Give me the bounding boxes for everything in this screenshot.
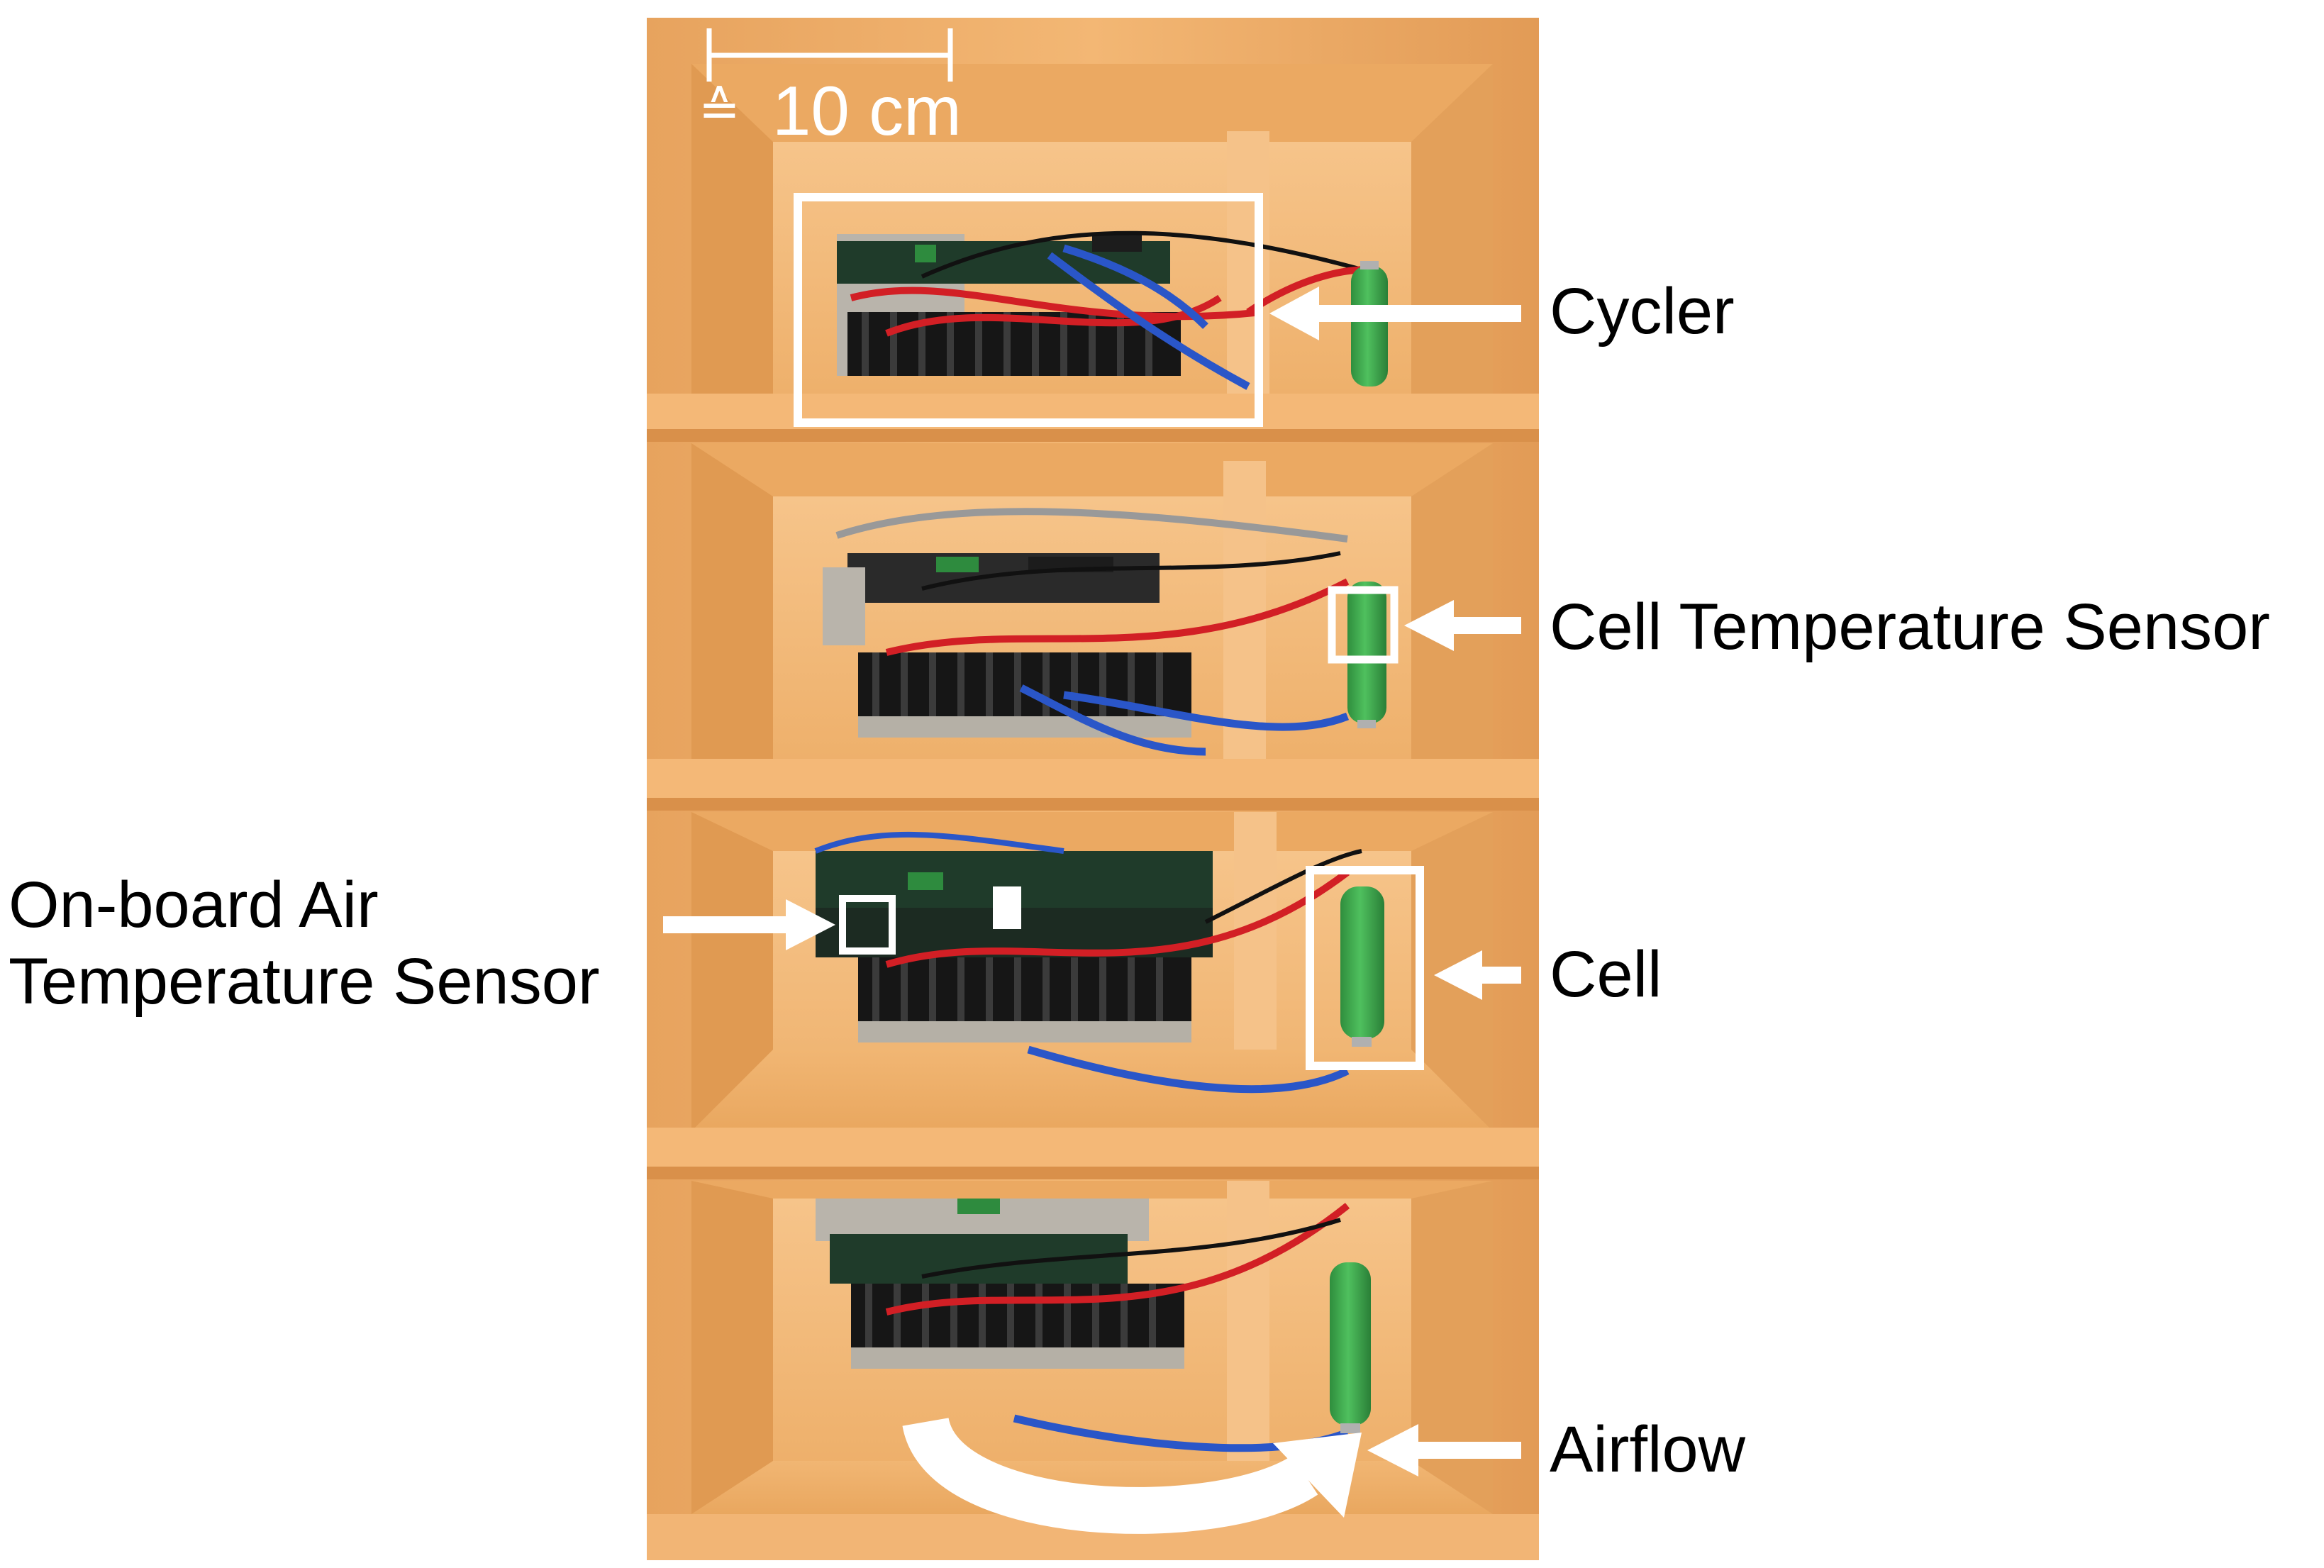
scale-bar-label: ≙ 10 cm [699,71,962,151]
cycler-unit-2 [823,508,1350,756]
onboard-air-sensor-label-line2: Temperature Sensor [9,945,600,1018]
cell-2 [1347,582,1386,728]
cell-highlight-box [1306,866,1424,1070]
cell-label: Cell [1550,938,1662,1011]
scale-bar-value: 10 cm [772,72,962,150]
onboard-air-sensor-box [839,895,896,955]
cell-temperature-sensor-arrow [1404,600,1521,651]
cycler-unit-3 [814,831,1362,1094]
cell-temperature-sensor-box [1328,586,1399,664]
cycler-unit-1 [837,230,1369,390]
airflow-arrow [1367,1424,1521,1477]
corresponds-to-symbol: ≙ [699,82,740,137]
shelf-1 [647,394,1539,442]
onboard-air-sensor-label-line1: On-board Air [9,869,379,941]
airflow-label: Airflow [1550,1413,1746,1486]
cell-1 [1351,261,1388,387]
cell-3 [1340,886,1384,1047]
cycler-label: Cycler [1550,275,1735,347]
cell-4 [1330,1262,1371,1433]
cell-arrow [1434,950,1521,1000]
scale-bar [706,28,953,82]
onboard-air-sensor-arrow [663,899,835,950]
cycler-arrow [1269,287,1521,340]
airflow-curved-arrow [902,1416,1362,1534]
cell-temperature-sensor-label: Cell Temperature Sensor [1550,591,2270,663]
cycler-unit-4 [816,1199,1350,1452]
shelf-2 [647,759,1539,811]
shelf-3 [647,1128,1539,1179]
cycler-highlight-box [794,193,1263,427]
